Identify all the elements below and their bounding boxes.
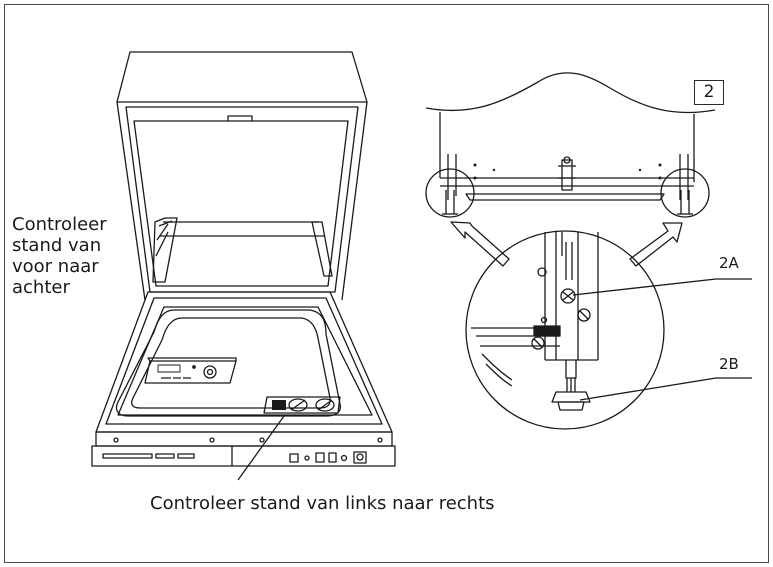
diagram-frame xyxy=(4,4,769,563)
screw-2a xyxy=(560,288,576,304)
side-label-line-3: voor naar xyxy=(12,256,99,277)
figure-number-box: 2 xyxy=(694,80,724,105)
feet-detail-illustration xyxy=(425,72,752,430)
side-label-line-1: Controleer xyxy=(12,214,107,235)
dishwasher-illustration xyxy=(91,51,396,481)
callout-2b: 2B xyxy=(719,355,739,373)
left-right-check-label: Controleer stand van links naar rechts xyxy=(150,493,495,514)
front-back-check-label: Controleer stand van voor naar achter xyxy=(12,214,107,298)
callout-2a: 2A xyxy=(719,254,739,272)
side-label-line-4: achter xyxy=(12,277,70,298)
side-label-line-2: stand van xyxy=(12,235,102,256)
